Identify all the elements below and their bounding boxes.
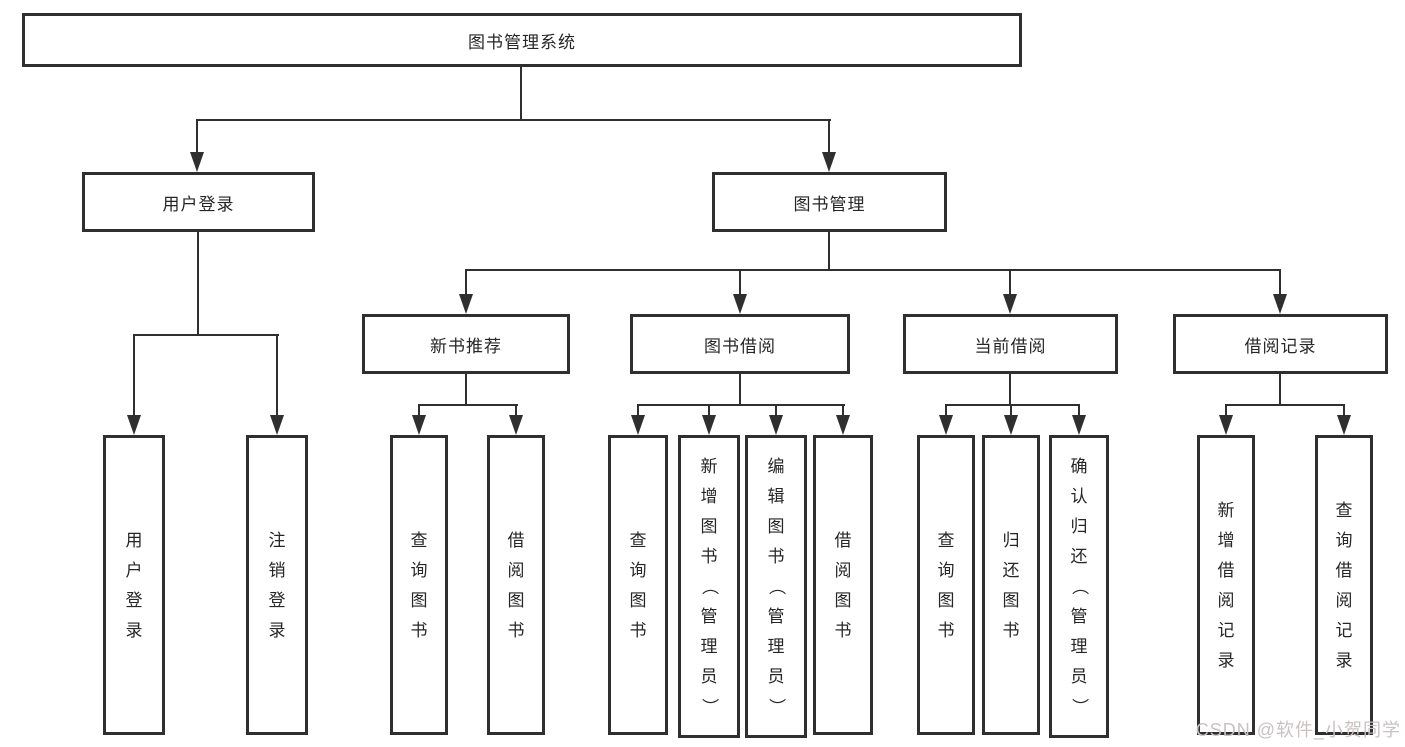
arrowhead-icon xyxy=(412,415,426,435)
arrowhead-icon xyxy=(270,415,284,435)
connector-trunk xyxy=(520,66,522,120)
connector-drop xyxy=(1343,404,1345,416)
leaf-query-borrow-record: 查询借阅记录 xyxy=(1315,435,1373,735)
leaf-query-books-recommend: 查询图书 xyxy=(390,435,448,735)
node-book-management: 图书管理 xyxy=(712,172,947,232)
arrowhead-icon xyxy=(769,415,783,435)
arrowhead-icon xyxy=(459,294,473,314)
node-label: 用户登录 xyxy=(162,194,235,214)
connector-drop xyxy=(1279,269,1281,295)
arrowhead-icon xyxy=(1337,415,1351,435)
leaf-logout: 注销登录 xyxy=(246,435,308,735)
arrowhead-icon xyxy=(1004,415,1018,435)
connector-drop xyxy=(637,404,639,416)
arrowhead-icon xyxy=(822,152,836,172)
arrowhead-icon xyxy=(733,294,747,314)
connector-rail xyxy=(197,119,831,121)
node-label: 新书推荐 xyxy=(430,336,502,356)
connector-trunk xyxy=(197,232,199,335)
node-current-borrowing: 当前借阅 xyxy=(903,314,1118,374)
leaf-label: 借阅图书 xyxy=(507,530,525,640)
node-label: 图书借阅 xyxy=(704,336,776,356)
leaf-add-borrow-record: 新增借阅记录 xyxy=(1197,435,1255,735)
leaf-label: 注销登录 xyxy=(268,530,286,640)
connector-drop xyxy=(708,404,710,416)
leaf-label: 用户登录 xyxy=(125,530,143,640)
connector-rail xyxy=(1225,404,1345,406)
connector-drop xyxy=(196,119,198,154)
connector-rail xyxy=(418,404,518,406)
leaf-label: 归还图书 xyxy=(1002,530,1020,640)
connector-drop xyxy=(276,334,278,416)
connector-trunk xyxy=(1009,374,1011,406)
leaf-label: 新增图书（管理员） xyxy=(699,457,719,715)
leaf-add-books-admin: 新增图书（管理员） xyxy=(678,435,740,738)
node-user-login: 用户登录 xyxy=(82,172,315,232)
node-label: 借阅记录 xyxy=(1244,336,1317,356)
connector-rail xyxy=(133,334,279,336)
node-label: 图书管理系统 xyxy=(468,32,576,52)
connector-drop xyxy=(945,404,947,416)
connector-drop xyxy=(1009,269,1011,295)
connector-drop xyxy=(1078,404,1080,416)
arrowhead-icon xyxy=(1219,415,1233,435)
leaf-user-login: 用户登录 xyxy=(103,435,165,735)
node-new-book-recommendation: 新书推荐 xyxy=(362,314,570,374)
leaf-label: 查询图书 xyxy=(410,530,428,640)
connector-trunk xyxy=(828,232,830,271)
leaf-edit-books-admin: 编辑图书（管理员） xyxy=(745,435,807,738)
connector-trunk xyxy=(465,374,467,406)
connector-drop xyxy=(775,404,777,416)
arrowhead-icon xyxy=(509,415,523,435)
connector-drop xyxy=(842,404,844,416)
node-book-borrowing: 图书借阅 xyxy=(630,314,850,374)
connector-drop xyxy=(739,269,741,295)
connector-rail xyxy=(465,269,1281,271)
leaf-borrow-books: 借阅图书 xyxy=(813,435,873,735)
connector-drop xyxy=(1225,404,1227,416)
connector-rail xyxy=(945,404,1080,406)
arrowhead-icon xyxy=(939,415,953,435)
watermark: CSDN @软件_小贺同学 xyxy=(1195,720,1401,740)
arrowhead-icon xyxy=(127,415,141,435)
connector-trunk xyxy=(1279,374,1281,406)
leaf-label: 编辑图书（管理员） xyxy=(766,457,786,715)
leaf-borrow-books-recommend: 借阅图书 xyxy=(487,435,545,735)
node-library-management-system: 图书管理系统 xyxy=(22,13,1022,67)
leaf-query-books-current: 查询图书 xyxy=(917,435,975,735)
leaf-return-books: 归还图书 xyxy=(982,435,1040,735)
arrowhead-icon xyxy=(836,415,850,435)
node-label: 图书管理 xyxy=(793,194,866,214)
leaf-label: 查询图书 xyxy=(629,530,647,640)
connector-drop xyxy=(465,269,467,295)
leaf-label: 借阅图书 xyxy=(834,530,852,640)
leaf-label: 查询借阅记录 xyxy=(1335,500,1353,670)
connector-drop xyxy=(828,119,830,154)
connector-drop xyxy=(515,404,517,416)
arrowhead-icon xyxy=(1072,415,1086,435)
connector-trunk xyxy=(739,374,741,406)
connector-drop xyxy=(1010,404,1012,416)
arrowhead-icon xyxy=(702,415,716,435)
leaf-confirm-return-admin: 确认归还（管理员） xyxy=(1049,435,1109,738)
leaf-query-books-borrowing: 查询图书 xyxy=(608,435,668,735)
leaf-label: 新增借阅记录 xyxy=(1217,500,1235,670)
connector-rail xyxy=(637,404,845,406)
connector-drop xyxy=(133,334,135,416)
connector-drop xyxy=(418,404,420,416)
arrowhead-icon xyxy=(190,152,204,172)
node-label: 当前借阅 xyxy=(974,336,1047,356)
arrowhead-icon xyxy=(1003,294,1017,314)
leaf-label: 查询图书 xyxy=(937,530,955,640)
leaf-label: 确认归还（管理员） xyxy=(1069,457,1089,715)
arrowhead-icon xyxy=(631,415,645,435)
arrowhead-icon xyxy=(1273,294,1287,314)
node-borrowing-records: 借阅记录 xyxy=(1173,314,1388,374)
